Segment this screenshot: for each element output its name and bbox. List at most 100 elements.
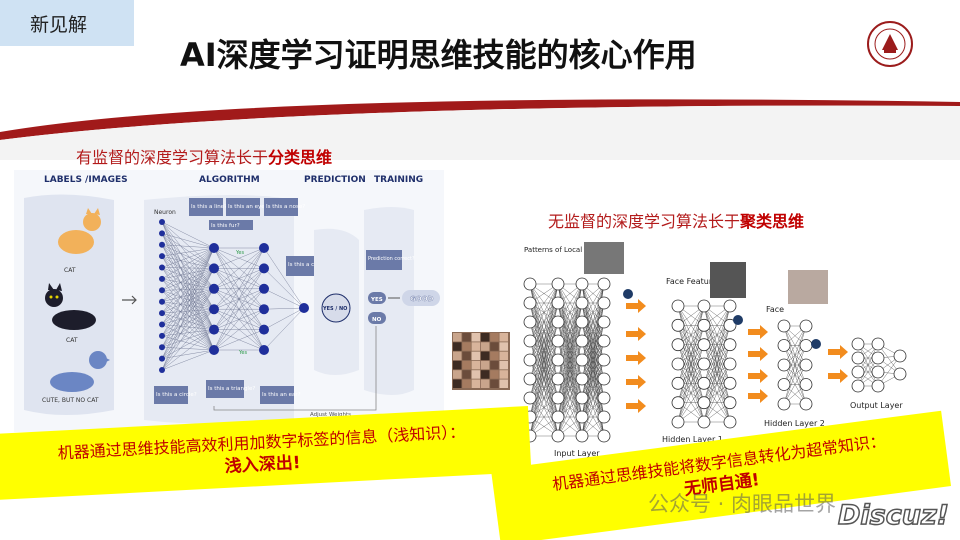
face-thumbnail <box>490 342 499 351</box>
connection-line <box>161 268 215 280</box>
connection-line <box>161 349 215 359</box>
cat-label-2: CAT <box>66 337 78 344</box>
supervised-caption-emph: 分类思维 <box>268 148 333 167</box>
face-thumbnail <box>480 351 490 361</box>
connection-line <box>161 278 215 330</box>
orange-arrow <box>828 345 848 359</box>
connection-line <box>161 349 215 371</box>
connection-line <box>581 283 605 342</box>
connection-line <box>161 247 215 348</box>
neuron <box>777 358 791 372</box>
orange-arrow <box>748 389 768 403</box>
connection-line <box>783 364 807 405</box>
neuron <box>159 241 165 248</box>
neuron <box>575 429 589 443</box>
neuron <box>597 372 611 386</box>
face-thumbnail <box>480 342 490 351</box>
neuron <box>871 351 885 365</box>
neuron <box>851 351 865 365</box>
neuron <box>697 376 711 390</box>
neuron <box>723 396 737 410</box>
connection-line <box>677 305 705 345</box>
question-cat: Is this a cat? <box>288 262 323 268</box>
neuron <box>575 296 589 310</box>
connection-line <box>161 324 215 330</box>
neuron <box>597 296 611 310</box>
neuron <box>777 319 791 333</box>
connection-line <box>161 309 215 348</box>
neuron <box>259 263 269 274</box>
face-thumbnail <box>453 360 462 370</box>
neuron <box>159 355 165 362</box>
neuron <box>597 315 611 329</box>
face-label: Face <box>766 305 784 314</box>
connection-line <box>213 247 265 310</box>
neuron <box>551 277 565 291</box>
deep-network-neurons <box>523 277 907 443</box>
neuron <box>697 318 711 332</box>
orange-cat-image <box>58 208 101 254</box>
neuron <box>799 397 813 411</box>
output-layer-label: Output Layer <box>850 401 903 410</box>
connection-line <box>529 378 559 437</box>
connection-line <box>161 301 215 330</box>
connection-line <box>703 305 731 384</box>
good-result: GOOD <box>410 295 434 303</box>
face-mosaic-image <box>452 332 510 390</box>
face-features-patches <box>710 262 746 298</box>
wechat-watermark: 公众号 · 肉眼品世界 <box>648 492 837 516</box>
decorative-swoosh <box>0 99 960 160</box>
connection-line <box>677 383 705 423</box>
connection-line <box>161 288 215 314</box>
neuron <box>777 397 791 411</box>
connection-line <box>161 309 215 359</box>
connection-line <box>529 397 559 437</box>
neuron <box>871 337 885 351</box>
connection-line <box>557 378 583 437</box>
face-thumbnail <box>462 333 471 342</box>
connection-line <box>161 221 215 249</box>
face-thumbnail <box>453 333 462 342</box>
connection-line <box>161 268 215 336</box>
header-training: TRAINING <box>374 175 423 185</box>
neuron <box>551 372 565 386</box>
face-thumbnail <box>453 351 462 361</box>
face-thumbnail <box>462 370 471 379</box>
connection-line <box>161 329 215 371</box>
face-features-label: Face Features <box>666 277 721 286</box>
face-thumbnail <box>471 342 481 351</box>
neuron <box>671 299 685 313</box>
connection-line <box>263 268 305 309</box>
connection-line <box>213 247 265 269</box>
yes-label-2: Yes <box>238 350 247 356</box>
face-thumbnail <box>453 370 462 379</box>
orange-arrow <box>626 327 646 341</box>
neuron <box>575 334 589 348</box>
neuron <box>723 376 737 390</box>
neuron <box>209 304 219 315</box>
neuron <box>723 299 737 313</box>
orange-arrow <box>828 369 848 383</box>
orange-arrow <box>748 369 768 383</box>
hidden-layer-1-label: Hidden Layer 1 <box>662 435 723 444</box>
connection-line <box>161 247 215 302</box>
connection-line <box>161 288 215 348</box>
connection-line <box>161 301 215 310</box>
orange-arrow <box>748 347 768 361</box>
connection-line <box>263 307 305 330</box>
connection-line <box>529 359 559 437</box>
neuron <box>723 415 737 429</box>
neuron <box>209 243 219 253</box>
patterns-label: Patterns of Local Contrast <box>524 246 615 254</box>
question-nose: Is this a nose? <box>266 204 305 210</box>
face-thumbnail <box>471 333 481 342</box>
neuron <box>799 319 813 333</box>
unsupervised-caption-emph: 聚类思维 <box>740 212 805 231</box>
connection-line <box>783 325 807 405</box>
neuron <box>777 378 791 391</box>
connection-line <box>161 278 215 310</box>
connection-line <box>581 283 605 323</box>
neuron <box>893 349 907 363</box>
connection-line <box>161 301 215 351</box>
discuz-watermark: Discuz! <box>837 499 950 532</box>
